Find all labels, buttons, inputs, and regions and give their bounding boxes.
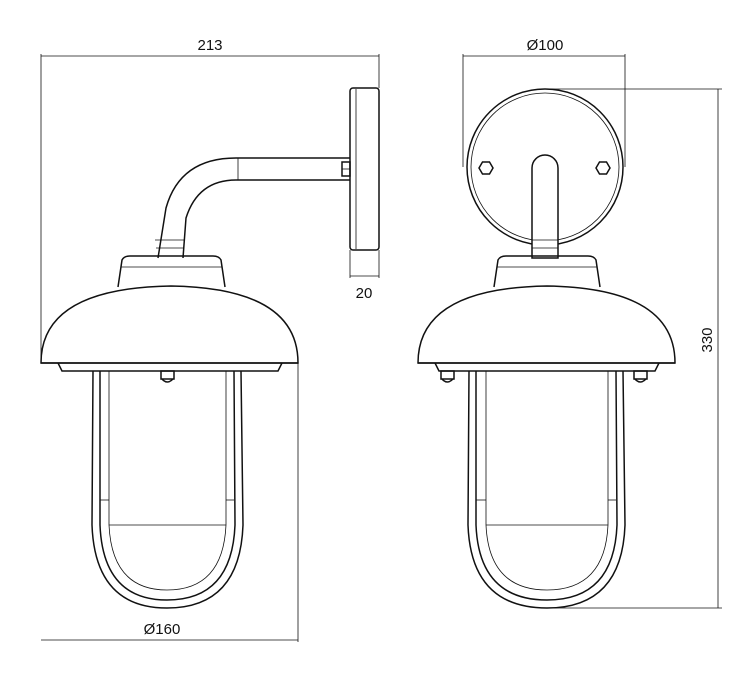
front-shade-rim <box>434 362 660 372</box>
front-screw-left <box>440 370 455 380</box>
front-cage-inner <box>475 370 618 601</box>
dim-total-height: 330 <box>545 88 722 609</box>
dim-backplate-diameter: Ø100 <box>462 37 626 167</box>
front-top-cap <box>493 255 601 288</box>
front-cage-outer <box>467 370 626 609</box>
side-shade-rim <box>57 362 283 372</box>
dim-label-d160: Ø160 <box>144 621 181 638</box>
dim-label-d100: Ø100 <box>527 37 564 54</box>
front-shade-dome <box>417 285 676 364</box>
side-cage-outer <box>91 370 244 609</box>
front-screw-right <box>633 370 648 380</box>
front-hex-nut-right <box>595 161 611 175</box>
side-top-cap <box>117 255 226 288</box>
side-cage-inner <box>99 370 236 601</box>
dim-label-20: 20 <box>356 285 373 302</box>
bracket-arm-bottom <box>182 179 350 259</box>
side-glass <box>108 371 227 591</box>
side-shade-dome <box>40 285 299 364</box>
front-view <box>417 88 676 609</box>
front-arm <box>531 154 559 259</box>
bracket-arm-top <box>157 157 350 259</box>
front-hex-nut-left <box>478 161 494 175</box>
side-view <box>40 87 380 609</box>
side-screw-1 <box>160 370 175 380</box>
side-backplate <box>349 87 380 251</box>
dim-label-330: 330 <box>699 327 716 352</box>
front-glass <box>485 371 609 591</box>
dim-shade-diameter: Ø160 <box>41 363 299 642</box>
dim-label-213: 213 <box>197 37 222 54</box>
dim-total-depth: 213 <box>40 37 380 363</box>
dim-backplate-thickness: 20 <box>349 250 380 302</box>
